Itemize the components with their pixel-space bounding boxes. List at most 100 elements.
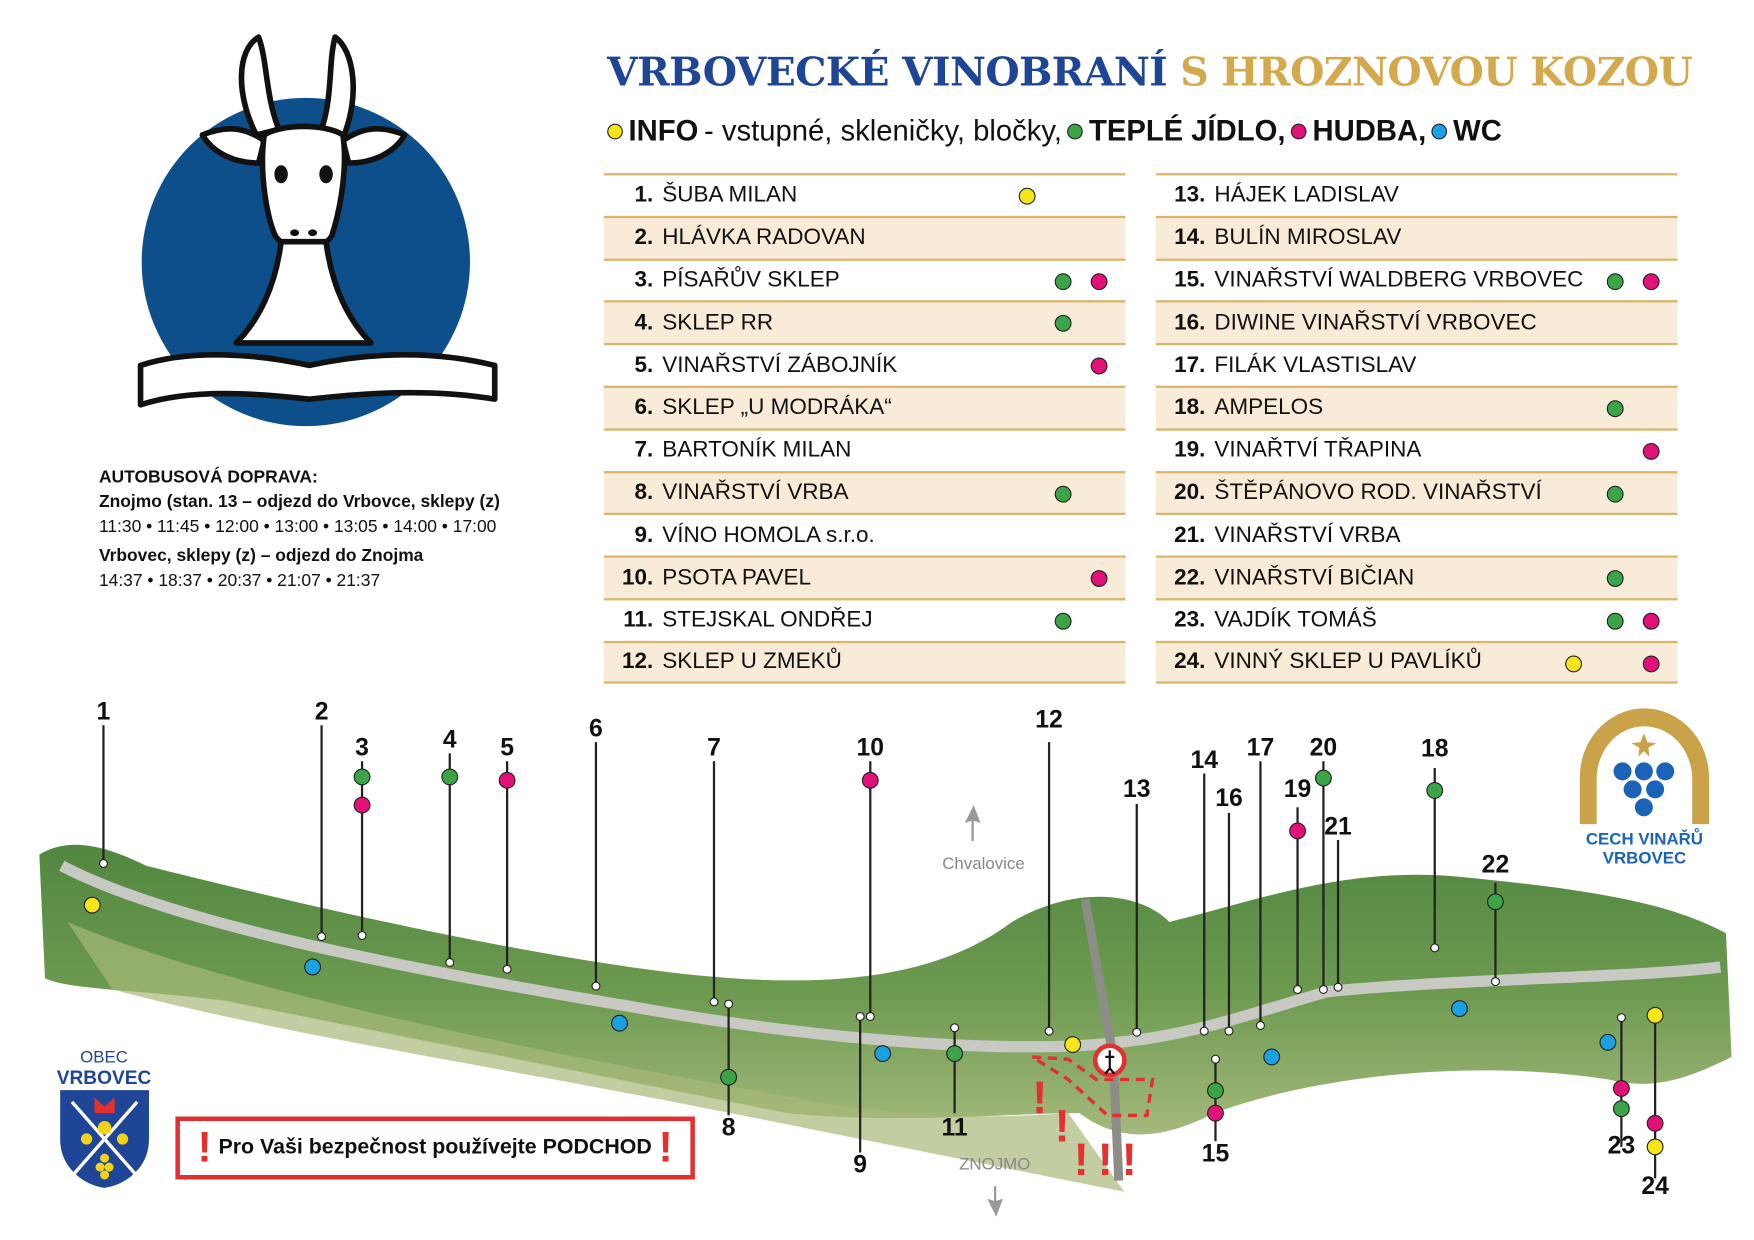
- pin-label[interactable]: 24: [1641, 1171, 1669, 1200]
- food-marker-icon: [720, 1068, 738, 1086]
- pin-label[interactable]: 16: [1215, 783, 1243, 812]
- pin-location-ring[interactable]: [865, 1011, 875, 1021]
- pin-label[interactable]: 6: [589, 713, 603, 743]
- pin-location-ring[interactable]: [1490, 977, 1500, 987]
- pin-label[interactable]: 3: [355, 733, 369, 762]
- cellar-number: 20.: [1174, 480, 1206, 505]
- south-arrow-icon: [987, 1186, 1003, 1217]
- wc-marker-icon: [611, 1014, 628, 1032]
- cellar-name: VINAŘSTVÍ WALDBERG VRBOVEC: [1214, 267, 1584, 293]
- pin-location-ring[interactable]: [709, 997, 719, 1007]
- cellar-name: SKLEP U ZMEKŮ: [662, 648, 842, 674]
- pin-label[interactable]: 19: [1283, 774, 1312, 803]
- pin-location-ring[interactable]: [1132, 1027, 1142, 1037]
- cellar-name: BARTONÍK MILAN: [662, 437, 852, 463]
- food-dot-icon: [1054, 612, 1072, 630]
- pin-location-ring[interactable]: [317, 932, 327, 942]
- food-dot-icon: [1606, 612, 1624, 630]
- pin-line: [102, 725, 105, 864]
- pin-location-ring[interactable]: [1044, 1026, 1054, 1036]
- music-marker-icon: [1289, 822, 1306, 840]
- pin-label[interactable]: 23: [1607, 1131, 1636, 1160]
- pin-line: [712, 761, 715, 1002]
- pin-location-ring[interactable]: [950, 1023, 960, 1033]
- pin-label[interactable]: 7: [707, 733, 721, 762]
- cellar-name: ŠTĚPÁNOVO ROD. VINAŘSTVÍ: [1214, 480, 1542, 505]
- pin-location-ring[interactable]: [445, 957, 455, 967]
- cellar-name: ŠUBA MILAN: [662, 182, 798, 208]
- cellar-number: 12.: [622, 648, 654, 674]
- pin-location-ring[interactable]: [357, 931, 367, 940]
- pin-location-ring[interactable]: [1616, 1013, 1626, 1023]
- cellar-number: 21.: [1174, 522, 1206, 548]
- pin-label[interactable]: 14: [1190, 745, 1218, 774]
- pin-location-ring[interactable]: [591, 981, 601, 991]
- vrbovec-coat-of-arms-icon: [60, 1090, 149, 1188]
- pin-location-ring[interactable]: [724, 999, 734, 1009]
- pin-location-ring[interactable]: [1210, 1054, 1220, 1064]
- food-dot-icon: [1067, 123, 1084, 139]
- pin-line: [594, 742, 597, 987]
- pin-location-ring[interactable]: [1199, 1026, 1209, 1036]
- pin-label[interactable]: 1: [96, 697, 111, 726]
- cellar-row: 23.VAJDÍK TOMÁŠ: [1155, 598, 1678, 640]
- food-marker-icon: [441, 768, 459, 786]
- pin-location-ring[interactable]: [1430, 943, 1440, 953]
- info-marker-icon: [1646, 1138, 1664, 1156]
- info-marker-icon: [83, 896, 101, 914]
- wc-dot-icon: [1431, 123, 1448, 139]
- food-dot-icon: [1606, 485, 1624, 503]
- pin-label[interactable]: 21: [1324, 811, 1352, 840]
- pin-label[interactable]: 15: [1201, 1139, 1230, 1168]
- pin-location-ring[interactable]: [98, 859, 108, 869]
- pin-line: [1494, 882, 1497, 982]
- pin-label[interactable]: 4: [442, 725, 457, 754]
- cellar-name: VINNÝ SKLEP U PAVLÍKŮ: [1214, 648, 1482, 674]
- pin-label[interactable]: 13: [1123, 774, 1151, 803]
- page-title: VRBOVECKÉ VINOBRANÍ S HROZNOVOU KOZOU: [607, 49, 1693, 96]
- food-dot-icon: [1054, 272, 1072, 290]
- pin-location-ring[interactable]: [1255, 1020, 1265, 1030]
- title-part-blue: VRBOVECKÉ VINOBRANÍ: [607, 49, 1168, 96]
- cellar-number: 23.: [1174, 607, 1206, 633]
- pin-location-ring[interactable]: [1333, 982, 1343, 992]
- bus-route-1: Znojmo (stan. 13 – odjezd do Vrbovce, sk…: [98, 492, 500, 512]
- pin-label[interactable]: 12: [1035, 704, 1063, 734]
- pin-location-ring[interactable]: [855, 1011, 865, 1021]
- pin-label[interactable]: 17: [1246, 733, 1275, 762]
- cellar-number: 14.: [1174, 225, 1206, 250]
- cellar-name: BULÍN MIROSLAV: [1214, 225, 1402, 250]
- pin-label[interactable]: 5: [500, 733, 514, 762]
- music-marker-icon: [861, 771, 879, 789]
- pin-label[interactable]: 9: [853, 1150, 868, 1179]
- pin-location-ring[interactable]: [502, 964, 512, 974]
- safety-warning: ! Pro Vaši bezpečnost používejte PODCHOD…: [175, 1116, 695, 1180]
- cellar-number: 15.: [1174, 267, 1206, 293]
- pin-label[interactable]: 20: [1309, 733, 1338, 762]
- info-marker-icon: [1646, 1006, 1664, 1024]
- cellar-number: 5.: [634, 352, 654, 378]
- info-marker-icon: [1064, 1036, 1082, 1054]
- pin-label[interactable]: 2: [314, 697, 329, 726]
- bus-schedule: AUTOBUSOVÁ DOPRAVA: Znojmo (stan. 13 – o…: [99, 466, 500, 594]
- pin-label[interactable]: 22: [1481, 850, 1510, 879]
- pin-location-ring[interactable]: [1318, 984, 1328, 994]
- pin-line: [448, 753, 451, 963]
- cellar-row: 20. ŠTĚPÁNOVO ROD. VINAŘSTVÍ: [1155, 470, 1678, 514]
- pin-line: [1203, 773, 1205, 1032]
- food-dot-icon: [1054, 315, 1072, 333]
- pin-label[interactable]: 10: [856, 733, 885, 762]
- pin-line: [1214, 1059, 1217, 1142]
- cellar-name: STEJSKAL ONDŘEJ: [662, 607, 873, 633]
- pin-location-ring[interactable]: [1293, 984, 1303, 994]
- bus-route-2: Vrbovec, sklepy (z) – odjezd do Znojma: [98, 546, 424, 566]
- cellar-row: 15. VINAŘSTVÍ WALDBERG VRBOVEC: [1155, 258, 1678, 300]
- cellar-number: 10.: [622, 565, 654, 590]
- legend-info: INFO: [628, 113, 699, 148]
- pin-label[interactable]: 11: [941, 1113, 968, 1142]
- pin-line: [1336, 839, 1339, 988]
- cellar-row: 24.VINNÝ SKLEP U PAVLÍKŮ: [1155, 640, 1678, 684]
- pin-label[interactable]: 8: [721, 1113, 736, 1142]
- pin-label[interactable]: 18: [1420, 734, 1449, 763]
- pin-location-ring[interactable]: [1224, 1026, 1234, 1036]
